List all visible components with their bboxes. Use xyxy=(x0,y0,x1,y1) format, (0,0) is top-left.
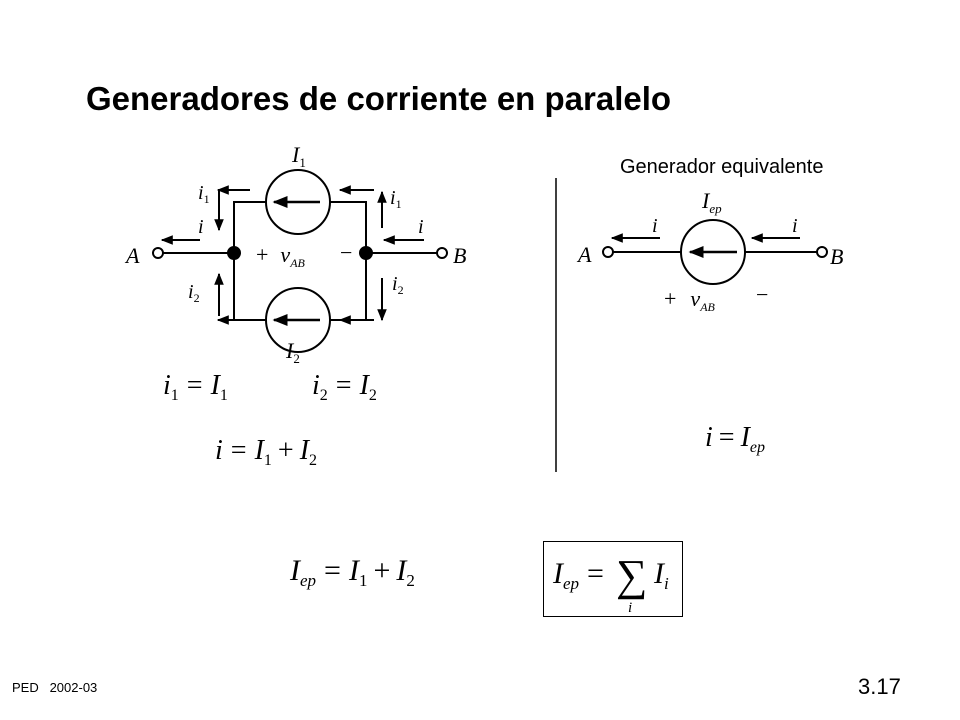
equations: i1=I1 i2=I2 i=I1+I2 i=Iep Iep=I1+I2 Iep=… xyxy=(163,370,765,616)
label-current-i-right-equivalent: i xyxy=(792,215,798,237)
label-voltage-minus-parallel: − xyxy=(340,240,352,265)
node-dot-right xyxy=(359,246,373,260)
result-equation-box xyxy=(543,541,683,617)
terminal-a-equivalent xyxy=(602,246,614,258)
label-node-b: B xyxy=(453,243,466,268)
sigma-index: i xyxy=(628,600,632,616)
label-node-a-equivalent: A xyxy=(576,242,592,267)
label-node-b-equivalent: B xyxy=(830,244,843,269)
equation-i-sum: i=I1+I2 xyxy=(215,435,317,469)
terminal-b xyxy=(436,247,448,259)
footer-course: PED 2002-03 xyxy=(12,680,98,695)
label-current-i2-right: i2 xyxy=(392,273,404,297)
label-current-i-left: i xyxy=(198,216,204,238)
label-voltage-minus-equivalent: − xyxy=(756,282,768,307)
node-dot-left xyxy=(227,246,241,260)
page-number: 3.17 xyxy=(858,674,901,699)
equivalent-generator-label: Generador equivalente xyxy=(620,156,824,178)
label-current-i-left-equivalent: i xyxy=(652,215,658,237)
sigma-symbol: ∑ xyxy=(616,551,647,600)
equation-i1: i1=I1 xyxy=(163,370,228,404)
label-source-bottom: I2 xyxy=(285,338,300,366)
equivalent-circuit-labels: A B Iep i i +vAB − xyxy=(576,188,843,314)
label-source-top: I1 xyxy=(291,142,306,170)
page-title: Generadores de corriente en paralelo xyxy=(86,80,672,117)
label-current-i1-right: i1 xyxy=(390,187,402,211)
parallel-circuit-labels: A B I1 I2 i i i1 i1 i2 i2 +vAB − xyxy=(124,142,466,366)
label-voltage-equivalent: +vAB xyxy=(664,286,716,314)
equation-i-ep: i=Iep xyxy=(705,422,765,456)
equation-iep-sigma: Iep= xyxy=(552,557,604,593)
label-voltage-parallel: +vAB xyxy=(256,242,306,270)
equivalent-circuit xyxy=(602,219,828,285)
parallel-circuit xyxy=(152,169,448,353)
terminal-b-equivalent xyxy=(816,246,828,258)
label-current-i1-left: i1 xyxy=(198,182,210,206)
label-current-i2-left: i2 xyxy=(188,281,200,305)
terminal-a xyxy=(152,247,164,259)
equation-i2: i2=I2 xyxy=(312,370,377,404)
sigma-term: Ii xyxy=(653,557,669,593)
label-current-i-right: i xyxy=(418,216,424,238)
label-node-a: A xyxy=(124,243,140,268)
label-source-equivalent: Iep xyxy=(701,188,722,216)
equation-iep-sum: Iep=I1+I2 xyxy=(289,554,415,590)
